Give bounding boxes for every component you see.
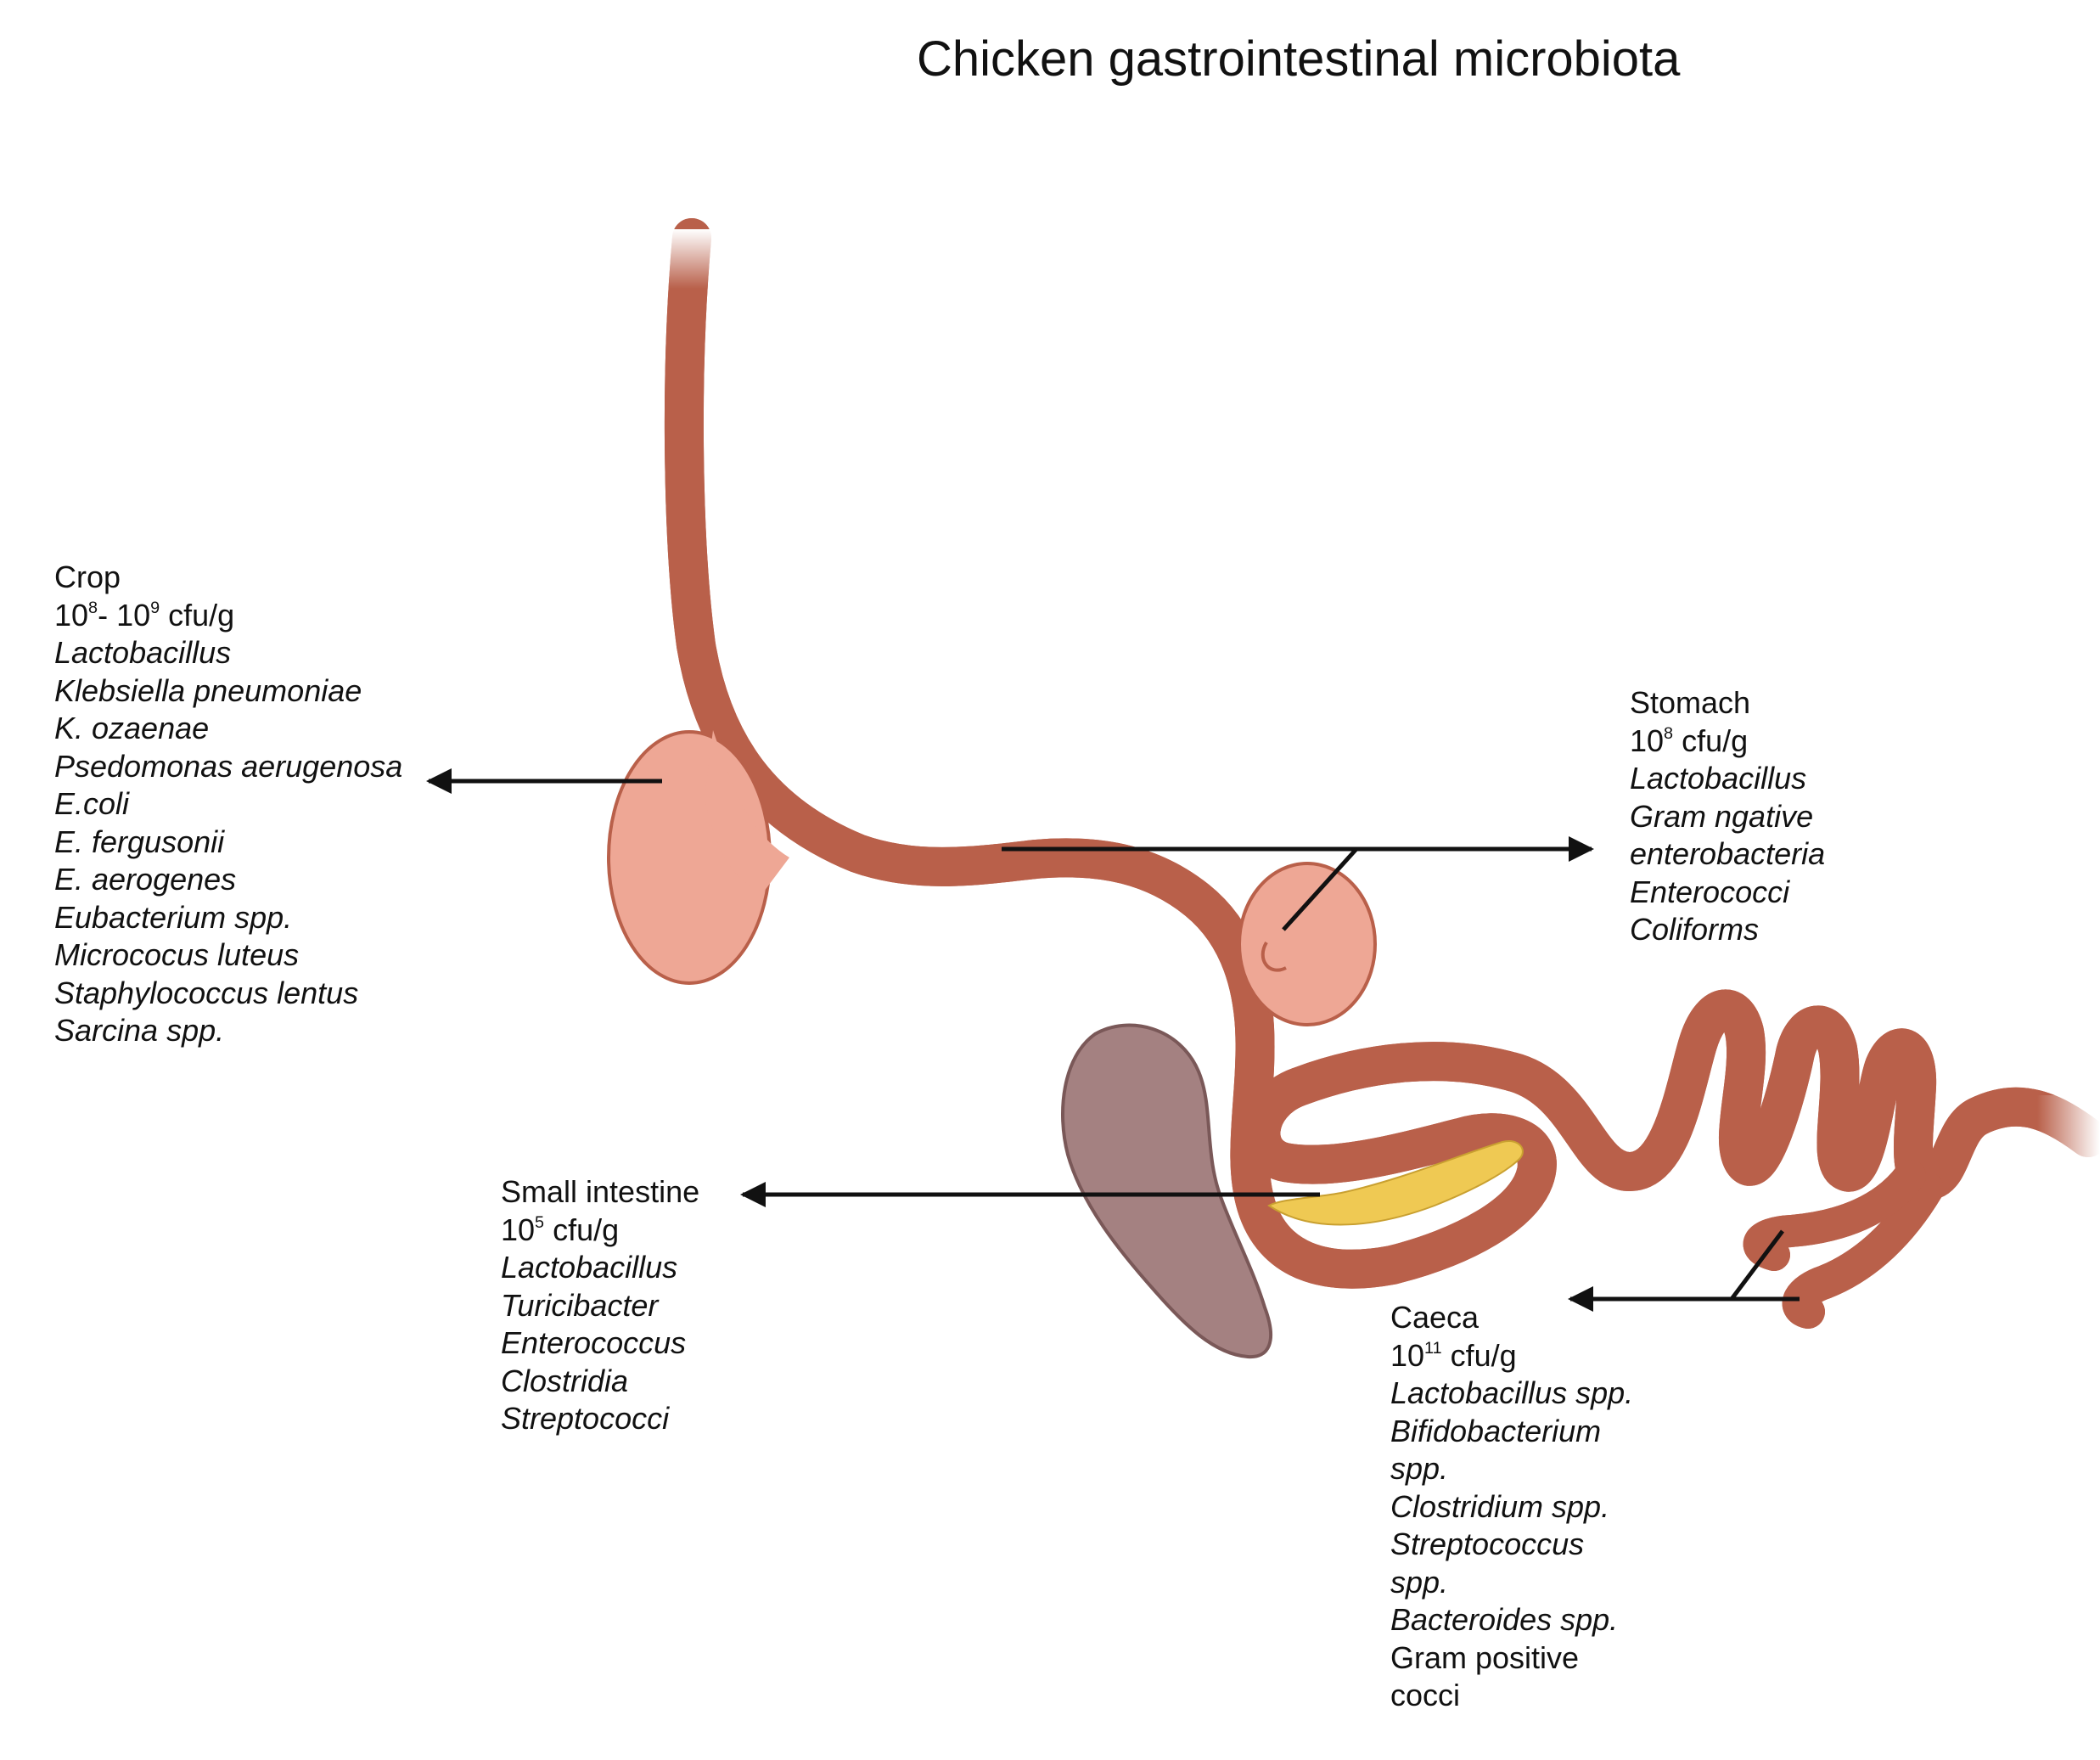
small-intestine-name: Small intestine: [501, 1174, 700, 1209]
crop-count: 108- 109 cfu/g: [54, 597, 235, 633]
crop-taxon: Micrococus luteus: [54, 937, 300, 972]
small-intestine-taxon: Streptococci: [501, 1401, 670, 1436]
crop-taxon: Psedomonas aerugenosa: [54, 748, 403, 784]
stomach-taxon: Enterococci: [1630, 874, 1790, 909]
caeca-name: Caeca: [1390, 1300, 1480, 1335]
caeca-count: 1011 cfu/g: [1390, 1337, 1517, 1373]
crop-taxon: Klebsiella pneumoniae: [54, 672, 362, 708]
esophagus-fade: [645, 229, 738, 289]
crop-label: Crop 108- 109 cfu/g Lactobacillus Klebsi…: [54, 559, 402, 1050]
caeca-taxon: spp.: [1390, 1564, 1449, 1600]
liver-shape: [1061, 1023, 1273, 1359]
stomach-shape: [1238, 862, 1377, 1026]
caeca-extra: cocci: [1390, 1678, 1461, 1712]
stomach-taxon: Coliforms: [1630, 912, 1760, 947]
diagram-title: Chicken gastrointestinal microbiota: [917, 31, 1681, 87]
crop-join: [705, 730, 789, 891]
crop-taxon: Eubacterium spp.: [54, 899, 293, 935]
pancreas-shape: [1267, 1140, 1524, 1226]
stomach-label: Stomach 108 cfu/g Lactobacillus Gram nga…: [1630, 684, 1825, 949]
caeca-shape: [1760, 1160, 1944, 1329]
caeca-taxon: spp.: [1390, 1451, 1449, 1486]
caeca-extra: Gram positive: [1390, 1639, 1580, 1675]
stomach-count: 108 cfu/g: [1630, 723, 1749, 758]
crop-taxon: E.coli: [54, 786, 130, 821]
stomach-leader: [1282, 847, 1358, 931]
small-intestine-taxon: Enterococcus: [501, 1325, 687, 1360]
crop-taxon: E. fergusonii: [54, 824, 225, 859]
rectum-fade: [2037, 1095, 2100, 1172]
small-intestine-taxon: Clostridia: [501, 1363, 629, 1398]
small-intestine-count: 105 cfu/g: [501, 1212, 620, 1247]
stomach-taxon: Lactobacillus: [1630, 761, 1807, 796]
stomach-taxon: enterobacteria: [1630, 836, 1826, 871]
small-intestine-taxon: Turicibacter: [501, 1287, 659, 1323]
crop-name: Crop: [54, 559, 121, 594]
stomach-taxon: Gram ngative: [1630, 798, 1814, 834]
caeca-taxon: Streptococcus: [1390, 1527, 1585, 1561]
caeca-label: Caeca 1011 cfu/g Lactobacillus spp. Bifi…: [1390, 1299, 1633, 1715]
crop-taxon: K. ozaenae: [54, 711, 210, 745]
stomach-name: Stomach: [1630, 685, 1751, 720]
gi-tract: [684, 218, 2100, 1269]
caeca-taxon: Clostridium spp.: [1390, 1488, 1610, 1524]
arrows: [426, 768, 1800, 1312]
crop-taxon: Staphylococcus lentus: [54, 975, 359, 1010]
crop-taxon: Lactobacillus: [54, 635, 232, 670]
caeca-taxon: Bifidobacterium: [1390, 1413, 1602, 1448]
stomach-fold: [1261, 941, 1287, 972]
crop-taxon: Sarcina spp.: [54, 1013, 225, 1048]
caeca-taxon: Bacteroides spp.: [1390, 1602, 1619, 1637]
small-intestine-taxon: Lactobacillus: [501, 1250, 678, 1285]
caeca-leader: [1730, 1229, 1784, 1301]
crop-taxon: E. aerogenes: [54, 862, 237, 897]
caeca-taxon: Lactobacillus spp.: [1390, 1375, 1634, 1410]
small-intestine-label: Small intestine 105 cfu/g Lactobacillus …: [501, 1173, 699, 1438]
